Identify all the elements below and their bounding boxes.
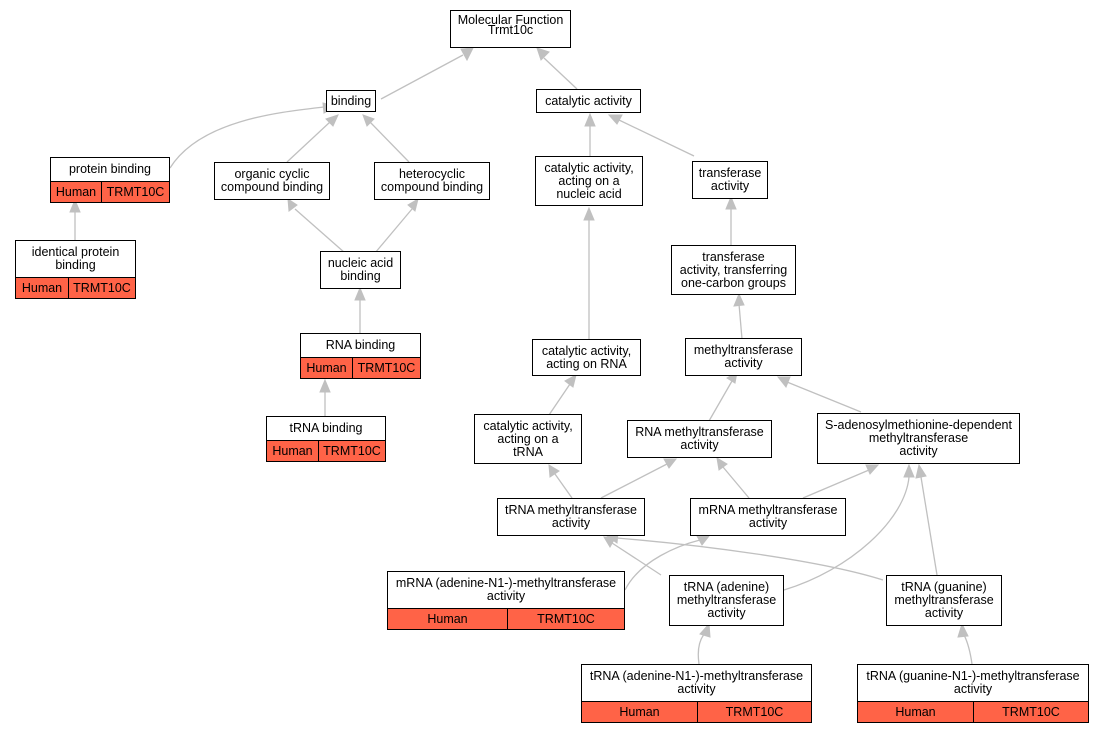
gene-cell: TRMT10C xyxy=(697,702,811,722)
node-molecular-function[interactable]: Molecular Function xyxy=(450,10,571,48)
node-label: mRNA methyltransferase activity xyxy=(698,503,838,530)
node-catalytic-activity[interactable]: catalytic activity xyxy=(536,89,641,113)
node-label: transferase activity xyxy=(698,166,762,193)
node-label: tRNA methyltransferase activity xyxy=(505,503,637,530)
gene-cell: TRMT10C xyxy=(68,278,135,298)
node-rna-binding[interactable]: RNA binding Human TRMT10C xyxy=(300,333,421,379)
node-label: transferase activity, transferring one-c… xyxy=(679,249,788,290)
node-identical-protein-binding[interactable]: identical protein binding Human TRMT10C xyxy=(15,240,136,299)
node-trna-adenine-methyltransferase[interactable]: tRNA (adenine) methyltransferase activit… xyxy=(669,575,784,626)
annotation-row: Human TRMT10C xyxy=(301,357,420,378)
node-label: tRNA (adenine-N1-)-methyltransferase act… xyxy=(589,669,804,696)
node-label: heterocyclic compound binding xyxy=(380,167,484,194)
node-label: mRNA (adenine-N1-)-methyltransferase act… xyxy=(395,576,617,603)
node-label: methyltransferase activity xyxy=(693,343,794,370)
node-label: tRNA binding xyxy=(289,421,363,435)
node-catalytic-activity-trna[interactable]: catalytic activity, acting on a tRNA xyxy=(474,414,582,464)
node-trna-methyltransferase[interactable]: tRNA methyltransferase activity xyxy=(497,498,645,536)
node-mrna-adenine-n1-methyltransferase[interactable]: mRNA (adenine-N1-)-methyltransferase act… xyxy=(387,571,625,630)
gene-cell: TRMT10C xyxy=(352,358,420,378)
node-nucleic-acid-binding[interactable]: nucleic acid binding xyxy=(320,251,401,289)
node-transferase-one-carbon[interactable]: transferase activity, transferring one-c… xyxy=(671,245,796,295)
node-label: tRNA (adenine) methyltransferase activit… xyxy=(676,580,777,620)
node-label: RNA binding xyxy=(325,338,396,352)
node-mrna-methyltransferase[interactable]: mRNA methyltransferase activity xyxy=(690,498,846,536)
node-label: catalytic activity xyxy=(545,93,632,108)
gene-cell: TRMT10C xyxy=(101,182,169,202)
gene-cell: TRMT10C xyxy=(318,441,385,461)
species-cell: Human xyxy=(427,611,468,626)
species-cell: Human xyxy=(272,443,313,458)
node-label: catalytic activity, acting on a tRNA xyxy=(483,418,573,459)
node-label: tRNA (guanine-N1-)-methyltransferase act… xyxy=(866,669,1080,696)
node-catalytic-activity-rna[interactable]: catalytic activity, acting on RNA xyxy=(532,339,641,376)
node-label: organic cyclic compound binding xyxy=(220,167,324,194)
node-label: RNA methyltransferase activity xyxy=(635,425,764,452)
gene-cell: TRMT10C xyxy=(507,609,624,629)
annotation-row: Human TRMT10C xyxy=(858,701,1088,722)
node-sam-dependent-methyltransferase[interactable]: S-adenosylmethionine-dependent methyltra… xyxy=(817,413,1020,464)
node-heterocyclic-compound-binding[interactable]: heterocyclic compound binding xyxy=(374,162,490,200)
node-label: tRNA (guanine) methyltransferase activit… xyxy=(894,580,994,620)
node-label: Molecular Function xyxy=(457,13,564,27)
node-label: protein binding xyxy=(68,162,151,176)
gene-cell: TRMT10C xyxy=(973,702,1088,722)
annotation-row: Human TRMT10C xyxy=(51,181,169,202)
node-label: catalytic activity, acting on RNA xyxy=(541,343,632,371)
node-label: S-adenosylmethionine-dependent methyltra… xyxy=(825,418,1012,458)
node-trna-binding[interactable]: tRNA binding Human TRMT10C xyxy=(266,416,386,462)
node-label: binding xyxy=(330,93,372,108)
node-protein-binding[interactable]: protein binding Human TRMT10C xyxy=(50,157,170,203)
species-cell: Human xyxy=(55,184,97,199)
species-cell: Human xyxy=(21,280,63,295)
species-cell: Human xyxy=(895,704,936,719)
node-trna-guanine-methyltransferase[interactable]: tRNA (guanine) methyltransferase activit… xyxy=(886,575,1002,626)
annotation-row: Human TRMT10C xyxy=(582,701,811,722)
node-trna-guanine-n1-methyltransferase[interactable]: tRNA (guanine-N1-)-methyltransferase act… xyxy=(857,664,1089,723)
node-label: identical protein binding xyxy=(31,245,120,272)
annotation-row: Human TRMT10C xyxy=(16,277,135,298)
node-organic-cyclic-compound-binding[interactable]: organic cyclic compound binding xyxy=(214,162,330,200)
node-label: catalytic activity, acting on a nucleic … xyxy=(544,160,634,201)
node-subtitle: Trmt10c xyxy=(487,23,534,37)
node-transferase-activity[interactable]: transferase activity xyxy=(692,161,768,199)
node-binding[interactable]: binding xyxy=(326,90,376,112)
node-rna-methyltransferase[interactable]: RNA methyltransferase activity xyxy=(627,420,772,458)
node-methyltransferase-activity[interactable]: methyltransferase activity xyxy=(685,338,802,376)
species-cell: Human xyxy=(306,360,347,375)
node-catalytic-activity-nucleic-acid[interactable]: catalytic activity, acting on a nucleic … xyxy=(535,156,643,206)
annotation-row: Human TRMT10C xyxy=(267,440,385,461)
species-cell: Human xyxy=(619,704,660,719)
node-trna-adenine-n1-methyltransferase[interactable]: tRNA (adenine-N1-)-methyltransferase act… xyxy=(581,664,812,723)
node-label: nucleic acid binding xyxy=(327,256,394,283)
annotation-row: Human TRMT10C xyxy=(388,608,624,629)
